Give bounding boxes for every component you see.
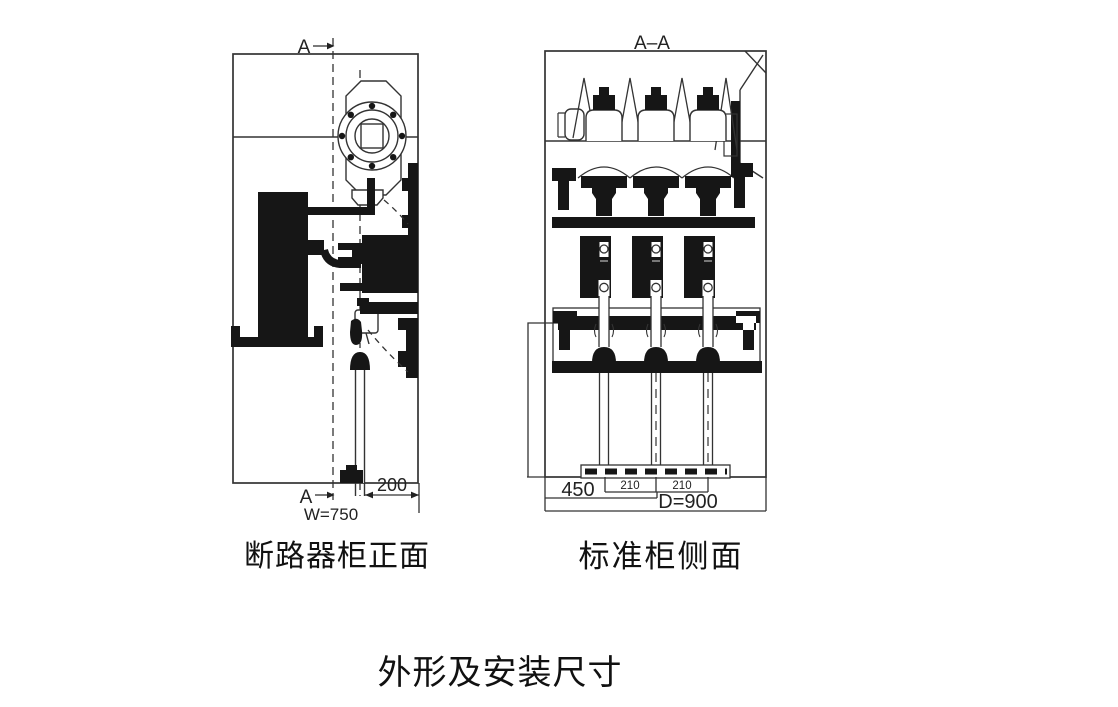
cable-centerlines	[655, 373, 709, 465]
flange-bolts	[338, 102, 406, 170]
cotter-marks	[593, 323, 719, 338]
linkage-hook	[320, 248, 361, 268]
bushing-skirts	[577, 166, 735, 179]
section-arrow-top-head	[327, 42, 335, 50]
width-dim-label: W=750	[304, 505, 358, 524]
cable-terminations	[552, 347, 762, 373]
side-labels: A–A 450 210 210 D=900	[561, 33, 717, 513]
flange-center-square	[360, 123, 384, 149]
door-swing-arcs	[367, 199, 409, 373]
section-label-top: A	[298, 37, 311, 58]
section-label-bottom: A	[300, 487, 313, 508]
ct-circles	[599, 244, 713, 293]
insulator-bodies	[585, 109, 727, 141]
dim-200-arrow-right	[411, 491, 419, 499]
side-dimension-lines	[527, 476, 767, 512]
mechanism-silhouette	[231, 163, 418, 483]
foundation-strip	[580, 464, 731, 479]
interlock-tick	[365, 332, 370, 345]
flange-outer-ring	[337, 101, 407, 171]
depth-dim-label: D=900	[658, 491, 718, 513]
ct-blocks	[580, 236, 715, 301]
flange	[337, 80, 407, 206]
flange-mid-ring	[345, 109, 399, 163]
section-arrow-bottom-head	[327, 491, 335, 499]
section-view-label: A–A	[634, 33, 670, 54]
front-view-caption: 断路器柜正面	[244, 540, 430, 573]
front-view-drawing: A A W=750 200	[231, 37, 420, 524]
wall-bracket	[557, 108, 585, 141]
trench-dim-label: 450	[561, 479, 594, 501]
dim-200-arrow-left	[365, 491, 373, 499]
contact-rods	[593, 296, 719, 347]
front-dimensions	[313, 42, 420, 513]
front-labels: A A W=750 200	[298, 37, 407, 524]
bushings	[552, 163, 755, 228]
figure-title: 外形及安装尺寸	[377, 654, 623, 692]
side-view-caption: 标准柜侧面	[578, 539, 744, 574]
insulator-caps	[593, 87, 719, 110]
pitch-dim-left-label: 210	[620, 480, 639, 492]
offset-dim-label: 200	[377, 475, 407, 495]
flange-inner-ring	[354, 118, 390, 154]
pitch-dim-right-label: 210	[672, 480, 691, 492]
side-view-drawing: A–A 450 210 210 D=900	[527, 33, 767, 513]
cables	[598, 373, 714, 465]
support-springs	[572, 77, 738, 151]
rear-channel-bar	[731, 101, 740, 163]
rear-channel	[739, 50, 767, 179]
